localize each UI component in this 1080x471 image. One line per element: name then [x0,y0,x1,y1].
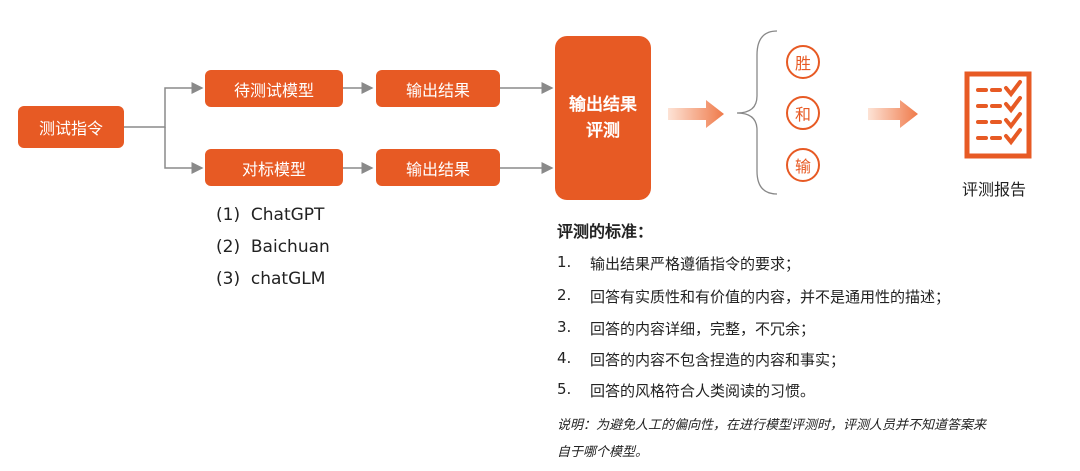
evaluation-line1: 输出结果 [569,95,637,115]
outcome-lose-circle: 输 [786,148,820,182]
model-under-test-box: 待测试模型 [205,70,343,107]
criteria-title: 评测的标准： [557,222,654,241]
criteria-item-1-num: 1. [557,253,572,271]
outcome-win-circle: 胜 [786,45,820,79]
benchmark-model-box: 对标模型 [205,149,343,186]
benchmark-model-1: (1) ChatGPT [216,205,325,225]
criteria-item-3-text: 回答的内容详细，完整，不冗余； [590,320,816,338]
benchmark-model-label: 对标模型 [241,159,306,179]
output-bottom-label: 输出结果 [405,159,470,179]
benchmark-model-2: (2) Baichuan [216,237,330,257]
output-top-label: 输出结果 [405,80,470,100]
criteria-item-2-text: 回答有实质性和有价值的内容，并不是通用性的描述； [590,288,951,306]
arrow-to-report [868,100,918,128]
arrow-to-outcomes [668,100,724,128]
criteria-note-line2: 自于哪个模型。 [557,445,649,460]
evaluation-box: 输出结果 评测 [555,36,651,200]
outcome-tie-label: 和 [794,105,811,124]
output-box-bottom: 输出结果 [376,149,500,186]
outcome-tie-circle: 和 [786,96,820,130]
criteria-item-4-num: 4. [557,349,572,367]
criteria-item-5-text: 回答的风格符合人类阅读的习惯。 [590,382,816,400]
outcome-lose-label: 输 [794,157,811,176]
criteria-item-4-text: 回答的内容不包含捏造的内容和事实； [590,351,846,369]
outcome-win-label: 胜 [794,54,811,73]
test-instruction-box: 测试指令 [18,106,124,148]
evaluation-line2: 评测 [586,121,620,141]
report-label: 评测报告 [962,180,1027,199]
benchmark-model-3: (3) chatGLM [216,269,326,289]
criteria-note-line1: 说明：为避免人工的偏向性，在进行模型评测时，评测人员并不知道答案来 [557,418,987,433]
criteria-item-5-num: 5. [557,380,572,398]
criteria-item-1-text: 输出结果严格遵循指令的要求； [590,255,801,273]
test-instruction-label: 测试指令 [38,119,103,138]
model-under-test-label: 待测试模型 [233,80,314,100]
criteria-item-3-num: 3. [557,318,572,336]
criteria-item-2-num: 2. [557,286,572,304]
output-box-top: 输出结果 [376,70,500,107]
